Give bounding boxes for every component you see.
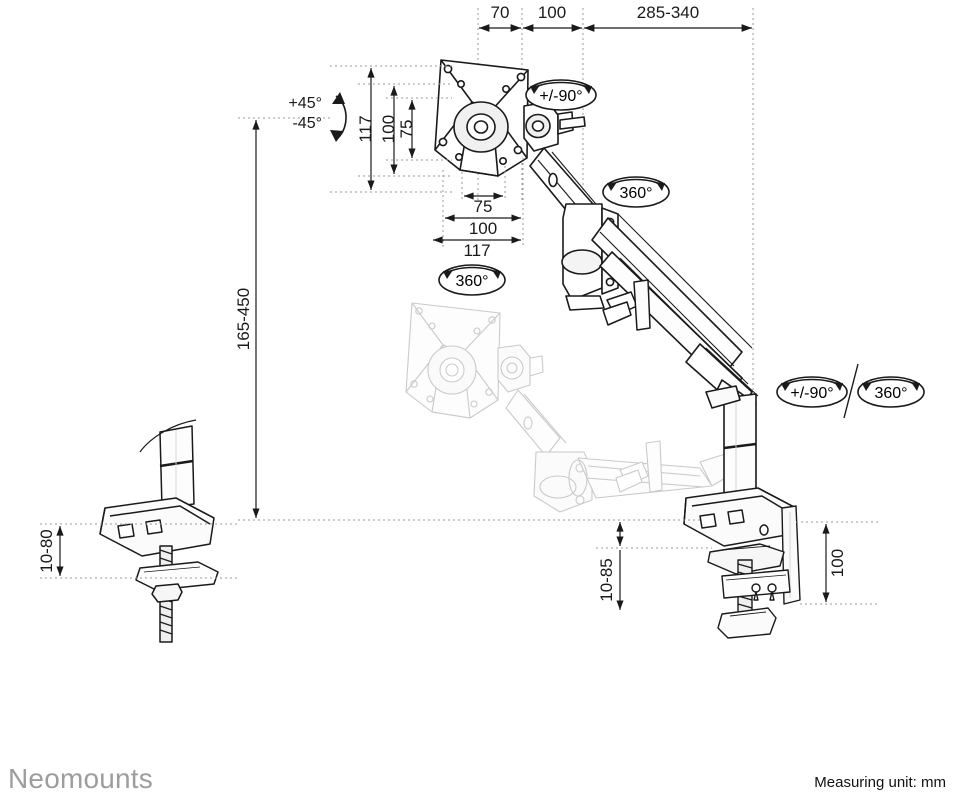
vesa-mounting-plate — [434, 59, 529, 177]
measuring-unit-note: Measuring unit: mm — [814, 774, 946, 791]
clamp-thickness-dim — [596, 522, 712, 610]
badge-base-tilt-group — [776, 376, 848, 408]
badge-label-base-tilt: +/-90° — [790, 385, 833, 402]
dim-label-vesa-h117: 117 — [356, 115, 375, 142]
dim-label-grommet-range: 10-80 — [37, 529, 56, 572]
desk-clamp-base — [683, 487, 797, 547]
dim-label-clamp-depth: 100 — [828, 549, 847, 577]
badge-head-swivel-group — [438, 264, 506, 296]
grommet-dim — [40, 523, 240, 579]
brand-logo: Neomounts — [8, 763, 153, 794]
badge-base-rotation-group — [857, 376, 925, 408]
cable-clip — [602, 279, 651, 331]
badge-head-rotation-group — [525, 79, 597, 111]
dim-label-vesa-h75: 75 — [397, 120, 416, 139]
vesa-horizontal-dims — [433, 158, 524, 248]
dim-label-reach: 285-340 — [637, 3, 699, 22]
badge-elbow-rotation-group — [602, 176, 670, 208]
dim-label-clamp-range: 10-85 — [597, 558, 616, 601]
tilt-annotation-group — [330, 92, 347, 142]
ghost-assembly-lowered — [405, 302, 753, 513]
dim-label-vesa-h100: 100 — [379, 115, 398, 143]
vesa-vertical-dims — [330, 65, 452, 193]
tilt-label-up: +45° — [288, 95, 322, 112]
grommet-mount — [99, 419, 219, 643]
head-tilt-joint — [523, 101, 586, 152]
badge-label-elbow-rotation: 360° — [619, 185, 652, 202]
badge-separator-slash — [843, 363, 859, 419]
dim-label-height-range: 165-450 — [234, 288, 253, 350]
badge-label-head-swivel: 360° — [455, 273, 488, 290]
desk-clamp-mechanism — [707, 505, 801, 639]
badge-label-base-rotation: 360° — [874, 385, 907, 402]
badge-label-head-rotation: +/-90° — [539, 88, 582, 105]
dim-label-depth-70: 70 — [491, 3, 510, 22]
column-height-dim — [238, 117, 700, 521]
clamp-depth-dim — [796, 521, 880, 605]
dim-label-vesa-w117: 117 — [463, 241, 490, 260]
tilt-label-down: -45° — [292, 115, 322, 132]
dim-label-depth-100: 100 — [538, 3, 566, 22]
dim-label-vesa-w100: 100 — [469, 219, 497, 238]
dim-label-vesa-w75: 75 — [474, 197, 493, 216]
